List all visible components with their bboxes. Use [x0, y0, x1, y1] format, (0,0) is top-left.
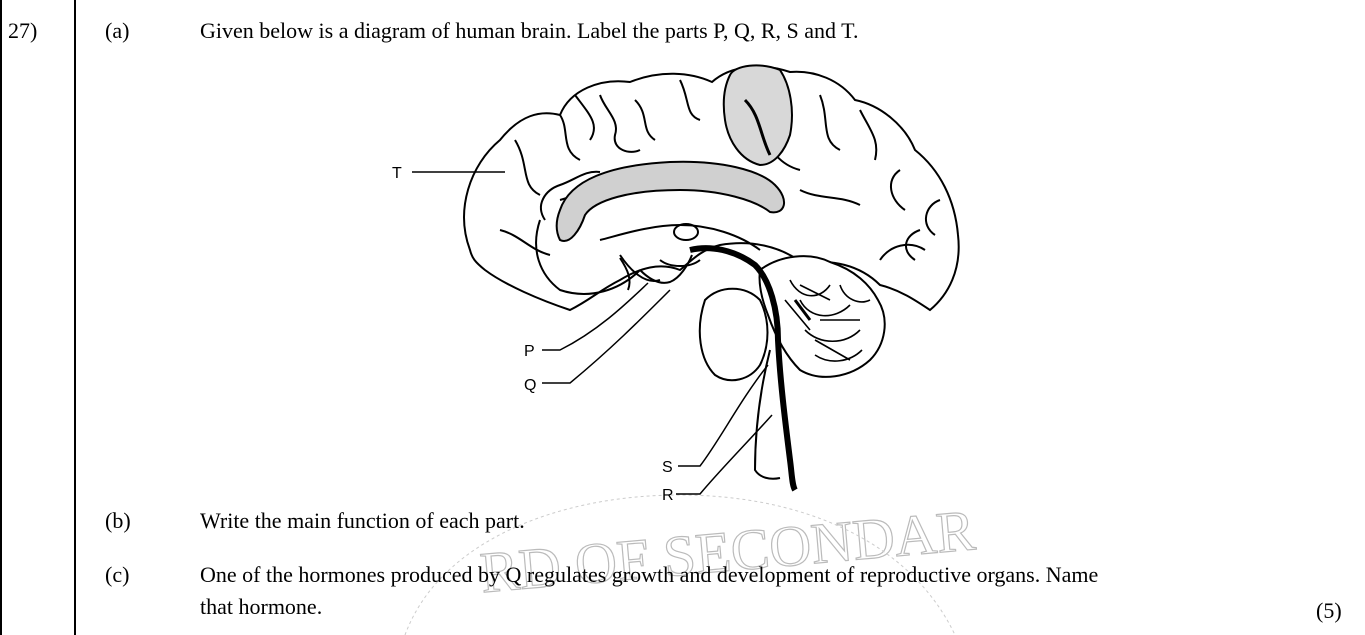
part-b-label: (b)	[105, 508, 131, 534]
label-S: S	[662, 459, 673, 476]
label-T: T	[392, 165, 402, 182]
part-c-label: (c)	[105, 562, 129, 588]
marks: (5)	[1316, 598, 1342, 624]
label-P: P	[524, 343, 535, 360]
part-b-text: Write the main function of each part.	[200, 508, 525, 534]
part-c-text: One of the hormones produced by Q regula…	[200, 562, 1098, 588]
part-c-text-cont: that hormone.	[200, 594, 322, 620]
label-Q: Q	[524, 377, 536, 394]
pons	[700, 289, 768, 380]
label-R: R	[662, 487, 674, 504]
